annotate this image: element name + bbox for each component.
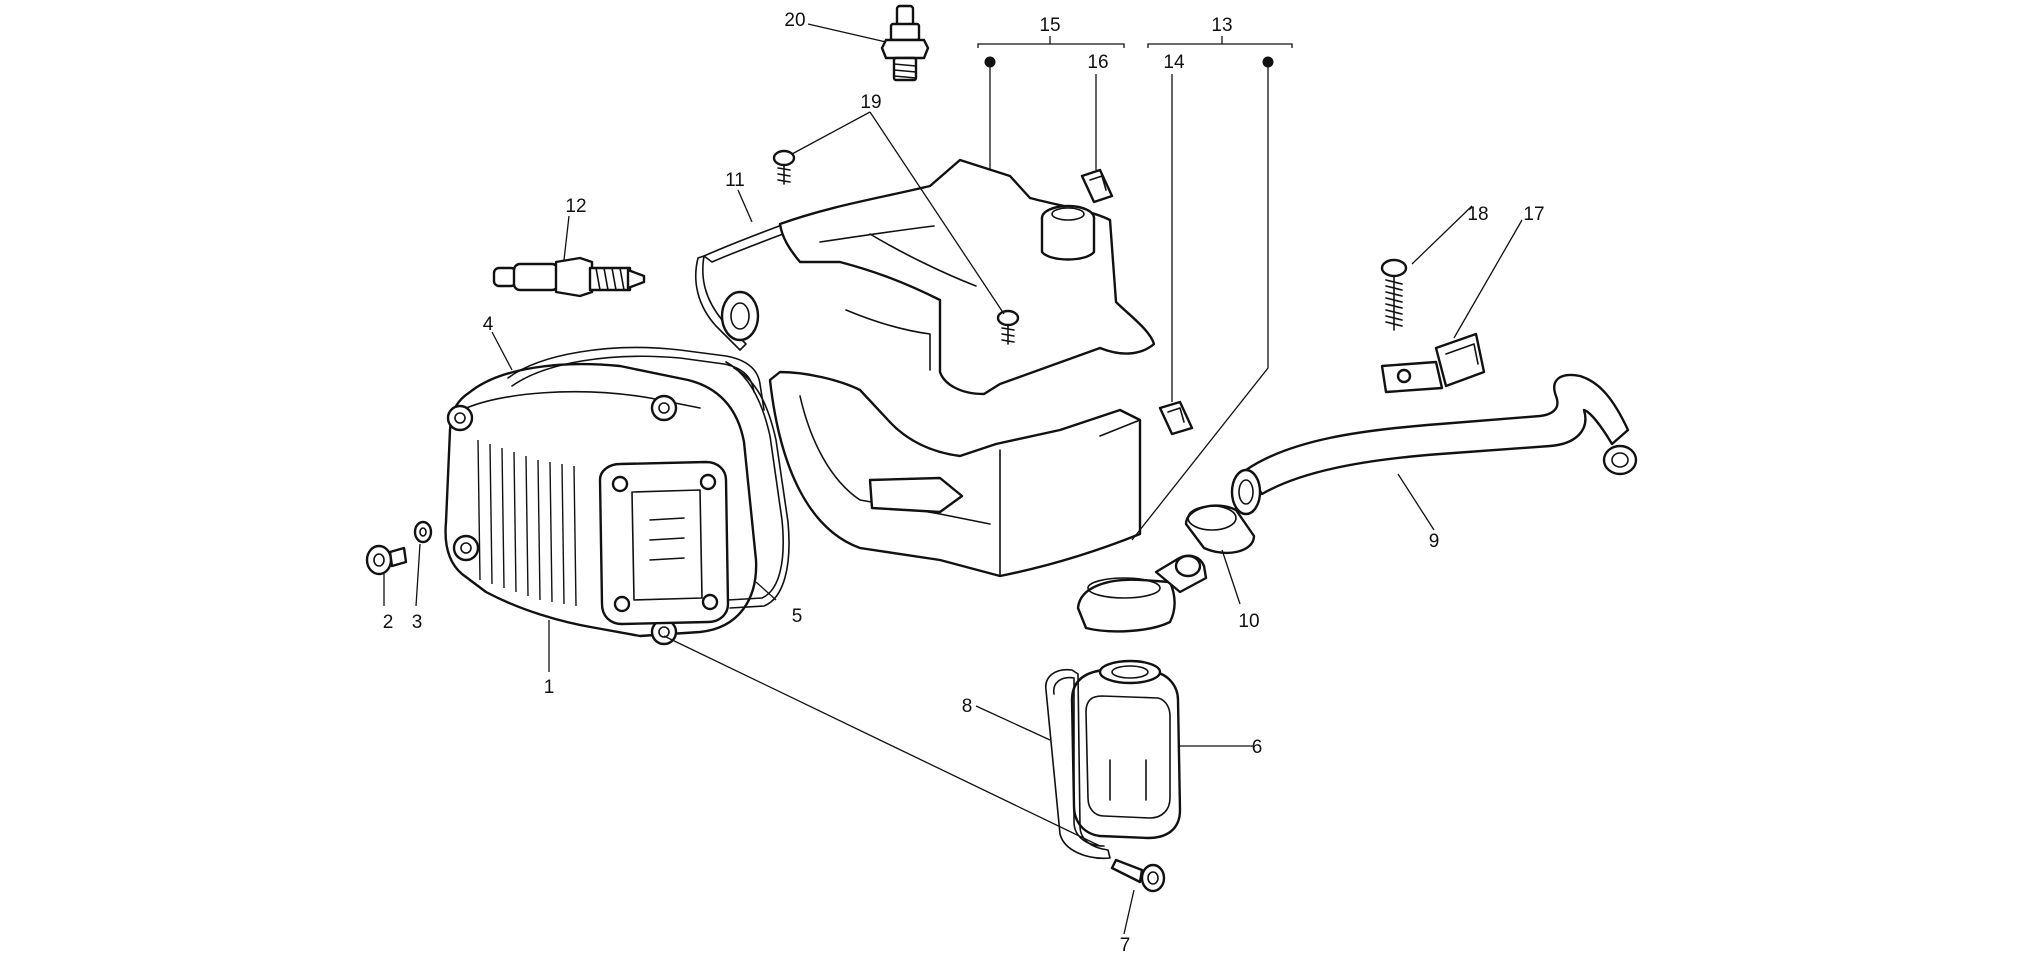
callout-11: 11 <box>725 170 745 191</box>
washer <box>413 520 433 544</box>
leader-lines <box>383 23 1523 935</box>
callout-10: 10 <box>1238 611 1259 632</box>
callout-12: 12 <box>565 196 586 217</box>
cover-gasket <box>507 346 765 411</box>
callout-16: 16 <box>1087 52 1108 73</box>
cylinder-head-cover <box>444 362 758 646</box>
callout-2: 2 <box>383 612 394 633</box>
flanged-screw <box>365 544 408 576</box>
screw <box>1110 858 1166 893</box>
callout-6: 6 <box>1252 737 1263 758</box>
callout-20: 20 <box>784 10 805 31</box>
clip <box>1080 168 1114 204</box>
gasket <box>725 361 790 609</box>
spark-plug <box>492 256 646 298</box>
clip <box>1158 400 1194 436</box>
callout-7: 7 <box>1120 935 1131 953</box>
callout-14: 14 <box>1163 52 1185 73</box>
temperature-sensor <box>880 4 930 82</box>
screw <box>772 149 1020 345</box>
hose-clip <box>1184 504 1256 555</box>
callout-15: 15 <box>1039 15 1060 36</box>
screw <box>1380 258 1408 331</box>
bracket-dot <box>984 56 996 68</box>
bracket <box>1380 332 1486 394</box>
breather-gasket <box>1045 668 1111 860</box>
callout-17: 17 <box>1523 204 1544 225</box>
breather-hose <box>1230 373 1638 516</box>
callout-8: 8 <box>962 696 973 717</box>
breather-box <box>1070 554 1208 840</box>
bracket-dot <box>1262 56 1274 68</box>
callout-9: 9 <box>1429 531 1440 552</box>
callout-5: 5 <box>792 606 803 627</box>
callout-13: 13 <box>1211 15 1232 36</box>
callout-19: 19 <box>860 92 881 113</box>
callout-3: 3 <box>412 612 423 633</box>
callout-18: 18 <box>1467 204 1488 225</box>
callout-1: 1 <box>544 677 555 698</box>
callout-labels: 20 15 13 16 14 19 11 12 18 17 4 9 5 10 2… <box>383 10 1545 953</box>
callout-4: 4 <box>483 314 494 335</box>
air-shroud <box>720 158 1156 578</box>
